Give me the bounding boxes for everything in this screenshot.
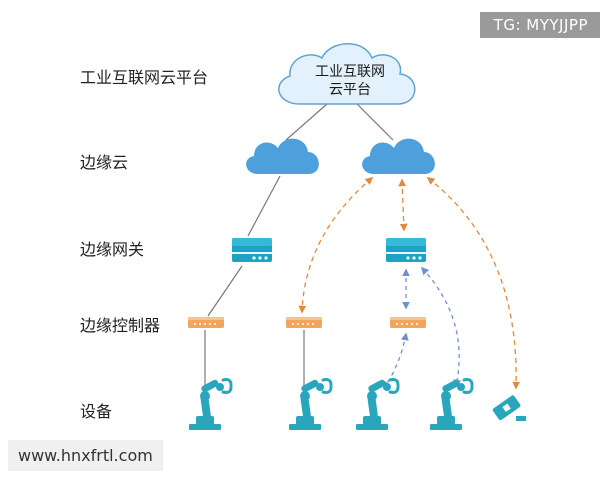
platform-cloud-icon [278, 43, 416, 105]
level-label-edge-gateway: 边缘网关 [80, 240, 145, 259]
edge-cloud-icon-right [362, 138, 435, 174]
watermark-top: TG: MYYJJPP [479, 12, 600, 38]
dash-edgecloud-gateway-right [398, 178, 408, 232]
robot-arm-icon-4 [428, 377, 474, 432]
level-label-edge-cloud: 边缘云 [80, 153, 129, 172]
edge-controller-icon-3 [390, 317, 426, 328]
dash-edgecloud-camera [426, 177, 521, 390]
camera-icon [492, 395, 526, 421]
gateway-router-icon-right [386, 238, 426, 262]
platform-cloud-label-line1: 工业互联网 [315, 64, 385, 80]
dash-edgecloud-controller-2 [298, 176, 374, 314]
edge-cloud-icon-left [246, 138, 319, 174]
link-edgecloud-gateway-left [247, 175, 281, 237]
robot-arm-icon-2 [287, 377, 333, 432]
link-gateway-controller-left [207, 265, 243, 317]
gateway-router-icon-left [232, 238, 272, 262]
watermark-bottom: www.hnxfrtl.com [8, 440, 163, 471]
platform-cloud-label-line2: 云平台 [329, 82, 371, 98]
dash-gateway-device-4 [420, 266, 462, 388]
edge-controller-icon-2 [286, 317, 322, 328]
edge-controller-icon-1 [188, 317, 224, 328]
level-label-device: 设备 [80, 402, 113, 421]
robot-arm-icon-3 [354, 377, 400, 432]
link-platform-edgecloud-right [356, 103, 394, 141]
robot-arm-icon-1 [187, 377, 233, 432]
level-label-platform: 工业互联网云平台 [80, 68, 209, 87]
level-label-edge-controller: 边缘控制器 [80, 316, 161, 335]
platform-cloud-label: 工业互联网 云平台 [300, 63, 400, 99]
link-platform-edgecloud-left [285, 103, 328, 141]
